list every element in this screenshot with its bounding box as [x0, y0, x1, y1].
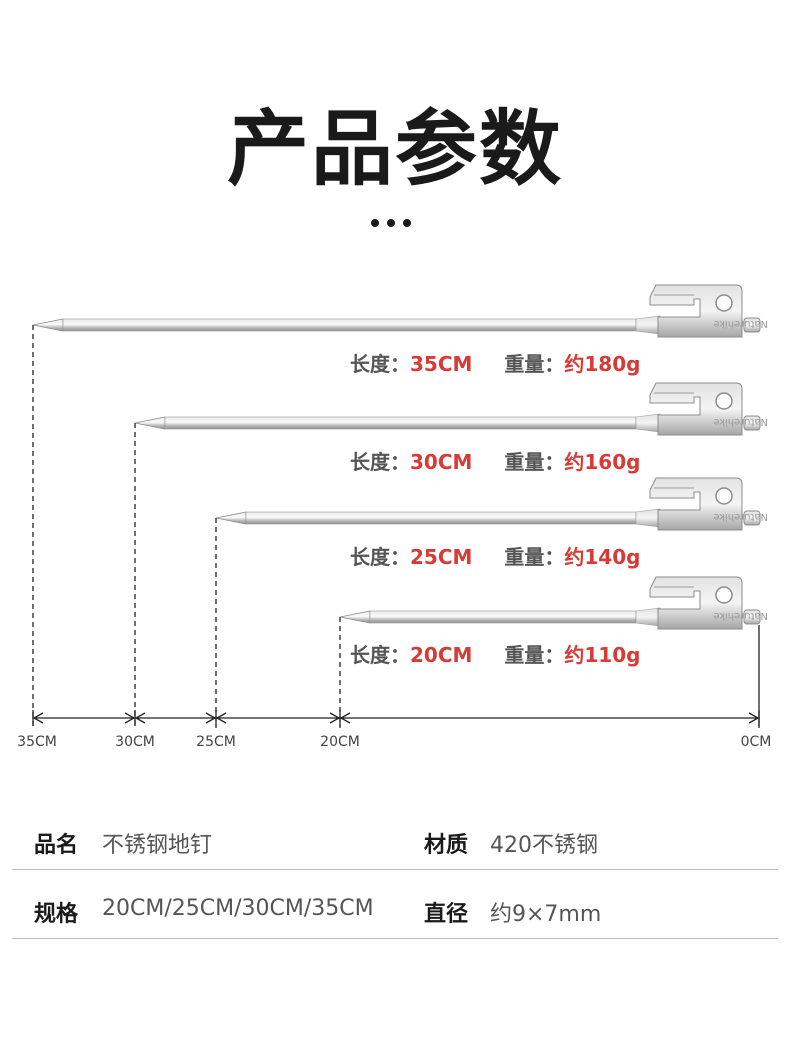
- param-row: 品名 不锈钢地钉 材质 420不锈钢: [12, 800, 778, 870]
- length-label: 长度：: [350, 450, 410, 474]
- title-divider-dots: [371, 219, 421, 229]
- stake-rod: [164, 416, 637, 430]
- length-value: 30CM: [410, 450, 473, 474]
- param-key-spec: 规格: [34, 902, 79, 927]
- stake-end-cap: [743, 510, 761, 526]
- stake-rod: [369, 610, 637, 624]
- stake-hole: [715, 586, 733, 604]
- param-value-material: 420不锈钢: [490, 833, 598, 858]
- arrow-head: [124, 712, 136, 724]
- stake-hole: [715, 294, 733, 312]
- param-value-diameter: 约9×7mm: [490, 902, 602, 927]
- weight-label: 重量：: [504, 450, 565, 474]
- stake-neck: [635, 315, 661, 335]
- arrow-head: [215, 712, 227, 724]
- stake-hole: [715, 392, 733, 410]
- stake-tip: [134, 416, 166, 430]
- length-label: 长度：: [350, 352, 410, 376]
- weight-label: 重量：: [504, 352, 565, 376]
- ruler-tick-25: 25CM: [196, 734, 236, 750]
- length-label: 长度：: [350, 643, 410, 667]
- ruler-tick-35: 35CM: [17, 734, 57, 750]
- stake-spec-25: 长度：25CM 重量：约140g: [350, 541, 640, 570]
- stake-25: Naturehike: [215, 477, 768, 531]
- stake-spec-35: 长度：35CM 重量：约180g: [350, 348, 640, 377]
- stake-tip: [215, 511, 247, 525]
- param-key-name: 品名: [34, 833, 79, 858]
- ruler-tick-0: 0CM: [740, 734, 772, 750]
- stake-rod: [245, 511, 637, 525]
- weight-value: 约160g: [564, 450, 641, 474]
- stake-neck: [635, 508, 661, 528]
- stake-brand-engraving: Naturehike: [713, 416, 768, 427]
- arrow-head: [748, 712, 760, 724]
- stake-brand-engraving: Naturehike: [713, 318, 768, 329]
- length-value: 25CM: [410, 545, 473, 569]
- stake-brand-engraving: Naturehike: [713, 610, 768, 621]
- parameter-table: 品名 不锈钢地钉 材质 420不锈钢 规格 20CM/25CM/30CM/35C…: [12, 800, 778, 939]
- stake-brand-engraving: Naturehike: [713, 511, 768, 522]
- stake-hole: [715, 487, 733, 505]
- stake-35: Naturehike: [32, 284, 768, 338]
- page-title: 产品参数: [226, 102, 563, 197]
- weight-value: 约180g: [564, 352, 641, 376]
- stake-end-cap: [743, 609, 761, 625]
- arrow-head: [134, 712, 146, 724]
- stake-20: Naturehike: [339, 576, 768, 630]
- stake-spec-20: 长度：20CM 重量：约110g: [350, 639, 640, 668]
- weight-value: 约110g: [564, 643, 641, 667]
- stake-tip: [32, 318, 64, 332]
- ruler-tick-30: 30CM: [115, 734, 155, 750]
- arrow-head: [329, 712, 341, 724]
- length-value: 20CM: [410, 643, 473, 667]
- length-value: 35CM: [410, 352, 473, 376]
- stake-tip: [339, 610, 371, 624]
- stake-end-cap: [743, 415, 761, 431]
- param-key-diameter: 直径: [424, 902, 469, 927]
- stake-spec-30: 长度：30CM 重量：约160g: [350, 446, 640, 475]
- arrow-head: [339, 712, 351, 724]
- arrow-head: [205, 712, 217, 724]
- param-key-material: 材质: [424, 833, 469, 858]
- stake-end-cap: [743, 317, 761, 333]
- stake-rod: [62, 318, 637, 332]
- param-row: 规格 20CM/25CM/30CM/35CM 直径 约9×7mm: [12, 870, 778, 939]
- stake-30: Naturehike: [134, 382, 768, 436]
- param-value-spec: 20CM/25CM/30CM/35CM: [102, 896, 374, 921]
- stake-neck: [635, 413, 661, 433]
- weight-label: 重量：: [504, 643, 565, 667]
- length-label: 长度：: [350, 545, 410, 569]
- weight-value: 约140g: [564, 545, 641, 569]
- stake-neck: [635, 607, 661, 627]
- arrow-head: [32, 712, 44, 724]
- ruler-tick-20: 20CM: [320, 734, 360, 750]
- param-value-name: 不锈钢地钉: [102, 833, 213, 858]
- weight-label: 重量：: [504, 545, 565, 569]
